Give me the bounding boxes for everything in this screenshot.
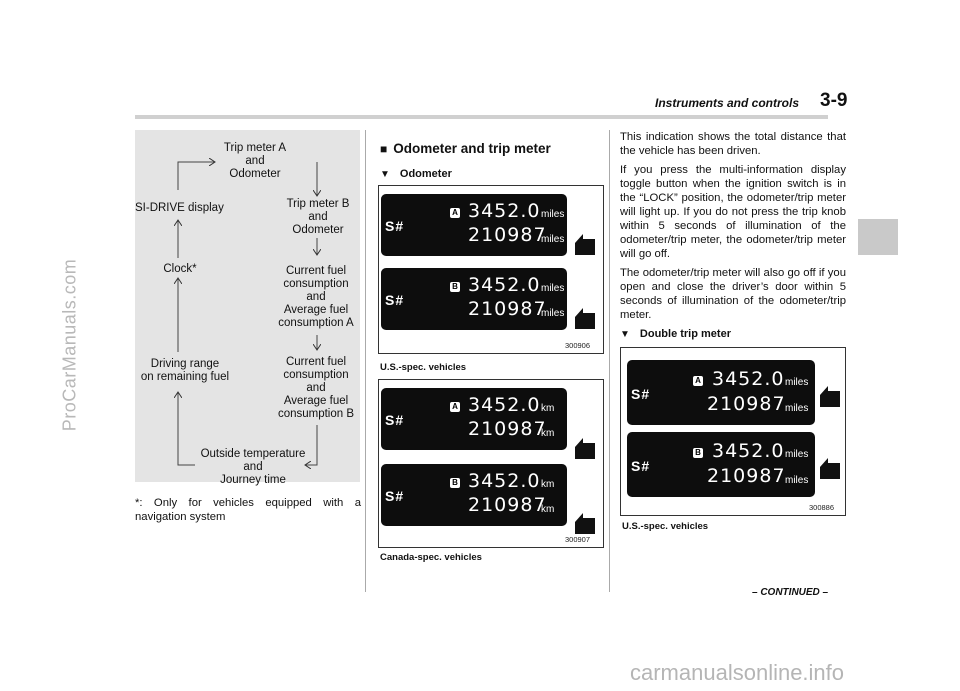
odometer-unit: miles [541,308,565,319]
press-finger-icon [575,513,595,534]
header-rule [135,115,828,119]
paragraph-3: The odometer/trip meter will also go off… [620,267,846,321]
display-panel-a-miles: S# A 3452.0 miles 210987 miles [381,194,567,256]
diagram-si-drive: SI-DRIVE display [135,202,224,214]
figure-code: 300906 [565,341,591,350]
trip-unit: miles [785,449,809,460]
page-number: 3-9 [820,90,848,111]
shift-indicator: S# [631,386,651,402]
trip-unit: km [541,403,555,414]
trip-b-badge: B [450,282,460,292]
trip-unit: miles [541,209,565,220]
section-heading: ■Odometer and trip meter [380,141,551,156]
trip-value: 3452.0 [468,274,541,296]
odometer-value: 210987 [707,393,786,415]
figure-code: 300886 [809,503,835,512]
figure-caption-canada: Canada-spec. vehicles [380,552,482,563]
press-finger-icon [575,308,595,329]
column-rule-1 [365,130,366,592]
trip-unit: miles [541,283,565,294]
display-panel-b-km: S# B 3452.0 km 210987 km [381,464,567,526]
figure-caption-us: U.S.-spec. vehicles [380,362,467,373]
figure-canada-odometer: S# A 3452.0 km 210987 km S# B 3452.0 km … [378,379,604,548]
odometer-unit: miles [785,475,809,486]
trip-b-badge: B [693,448,703,458]
section-title: Instruments and controls [655,96,800,110]
trip-value: 3452.0 [712,368,785,390]
display-panel-b-miles: S# B 3452.0 miles 210987 miles [627,432,815,497]
trip-value: 3452.0 [468,394,541,416]
odometer-unit: miles [785,403,809,414]
right-text: This indication shows the total distance… [620,130,846,327]
figure-caption-double-trip: U.S.-spec. vehicles [622,521,709,532]
shift-indicator: S# [385,488,405,504]
shift-indicator: S# [385,292,405,308]
trip-unit: miles [785,377,809,388]
trip-value: 3452.0 [712,440,785,462]
display-panel-a-km: S# A 3452.0 km 210987 km [381,388,567,450]
odometer-value: 210987 [468,298,547,320]
odometer-value: 210987 [468,494,547,516]
diagram-trip-meter-b: Trip meter B and Odometer [286,198,350,236]
press-finger-icon [820,386,840,407]
diagram-arrows [135,130,360,482]
diagram-driving-range: Driving range on remaining fuel [140,358,230,383]
shift-indicator: S# [385,412,405,428]
trip-unit: km [541,479,555,490]
odometer-value: 210987 [707,465,786,487]
trip-value: 3452.0 [468,200,541,222]
diagram-fuel-a: Current fuel consumption and Average fue… [278,265,354,329]
trip-b-badge: B [450,478,460,488]
trip-a-badge: A [450,208,460,218]
odometer-value: 210987 [468,418,547,440]
display-panel-a-miles: S# A 3452.0 miles 210987 miles [627,360,815,425]
trip-a-badge: A [450,402,460,412]
odometer-value: 210987 [468,224,547,246]
display-cycle-diagram: Trip meter A and Odometer SI-DRIVE displ… [135,130,360,486]
diagram-outside-temp: Outside temperature and Journey time [200,448,306,486]
diagram-trip-meter-a: Trip meter A and Odometer [223,142,287,180]
odometer-unit: km [541,504,555,515]
watermark-bottom: carmanualsonline.info [630,660,845,685]
watermark-left: ProCarManuals.com [59,258,80,432]
press-finger-icon [575,438,595,459]
figure-us-odometer: S# A 3452.0 miles 210987 miles S# B 3452… [378,185,604,354]
trip-a-badge: A [693,376,703,386]
shift-indicator: S# [631,458,651,474]
display-panel-b-miles: S# B 3452.0 miles 210987 miles [381,268,567,330]
continued-marker: – CONTINUED – [752,587,829,598]
diagram-footnote: *: Only for vehicles equipped with a nav… [135,497,361,523]
odometer-unit: miles [541,234,565,245]
diagram-fuel-b: Current fuel consumption and Average fue… [277,356,355,420]
figure-code: 300907 [565,535,591,544]
odometer-unit: km [541,428,555,439]
diagram-clock: Clock* [163,263,197,275]
trip-value: 3452.0 [468,470,541,492]
odometer-subheading: ▼Odometer [380,168,452,180]
press-finger-icon [820,458,840,479]
double-trip-subheading: ▼Double trip meter [620,328,731,340]
paragraph-2: If you press the multi-information displ… [620,164,846,260]
figure-double-trip: S# A 3452.0 miles 210987 miles S# B 3452… [620,347,846,516]
column-rule-2 [609,130,610,592]
press-finger-icon [575,234,595,255]
paragraph-1: This indication shows the total distance… [620,131,846,157]
shift-indicator: S# [385,218,405,234]
chapter-tab [858,219,898,255]
